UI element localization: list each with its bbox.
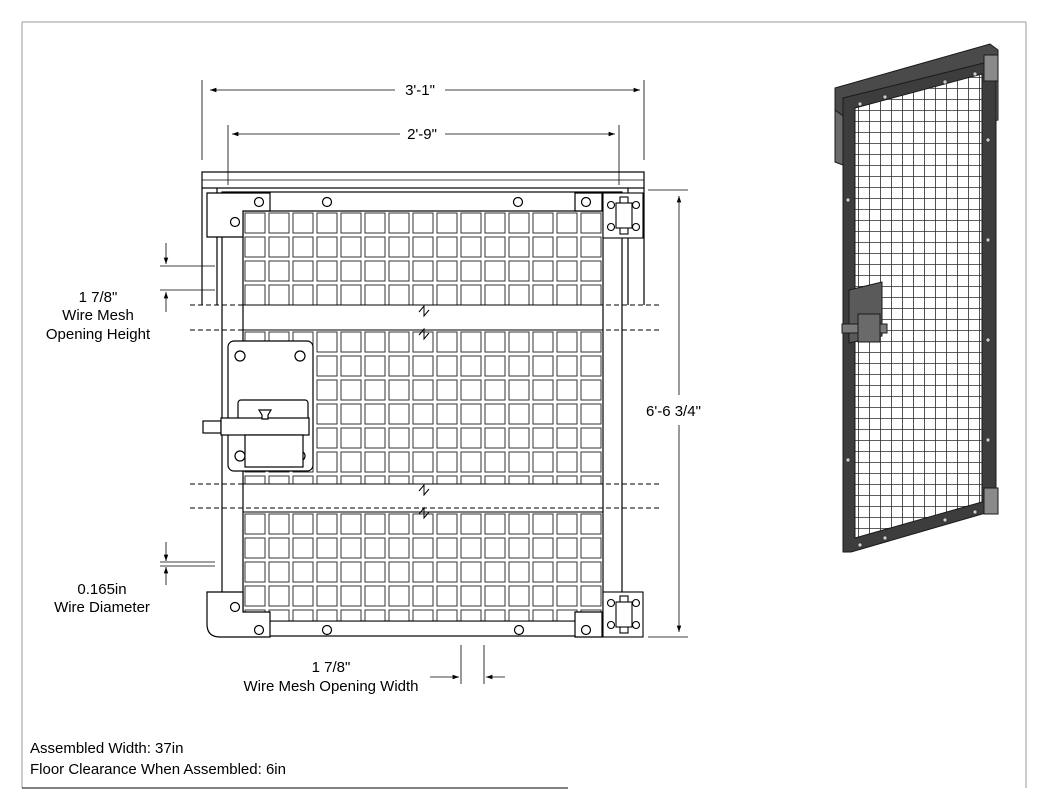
sheet-border — [21, 21, 1027, 789]
latch-assembly — [202, 340, 314, 472]
assembled-width-note: Assembled Width: 37in — [30, 740, 184, 757]
break-symbols — [418, 304, 430, 520]
dimension-lines — [160, 80, 688, 684]
opening-width-value: 1 7/8" — [312, 659, 351, 676]
opening-height-caption2: Opening Height — [46, 326, 151, 343]
opening-height-caption: Wire Mesh — [62, 307, 134, 324]
opening-width-caption: Wire Mesh Opening Width — [243, 678, 418, 695]
isometric-door-view — [834, 43, 999, 553]
opening-height-value: 1 7/8" — [79, 289, 118, 306]
overall-height-label: 6'-6 3/4" — [646, 403, 701, 420]
wire-diameter-value: 0.165in — [77, 581, 126, 598]
hinge-bottom — [602, 591, 644, 638]
wire-diameter-caption: Wire Diameter — [54, 599, 150, 616]
hinge-top — [602, 192, 644, 239]
overall-width-label: 3'-1" — [405, 82, 435, 99]
frame-hardware — [206, 192, 603, 638]
break-lines — [190, 304, 660, 509]
floor-clearance-note: Floor Clearance When Assembled: 6in — [30, 761, 286, 778]
mesh-width-label: 2'-9" — [407, 126, 437, 143]
